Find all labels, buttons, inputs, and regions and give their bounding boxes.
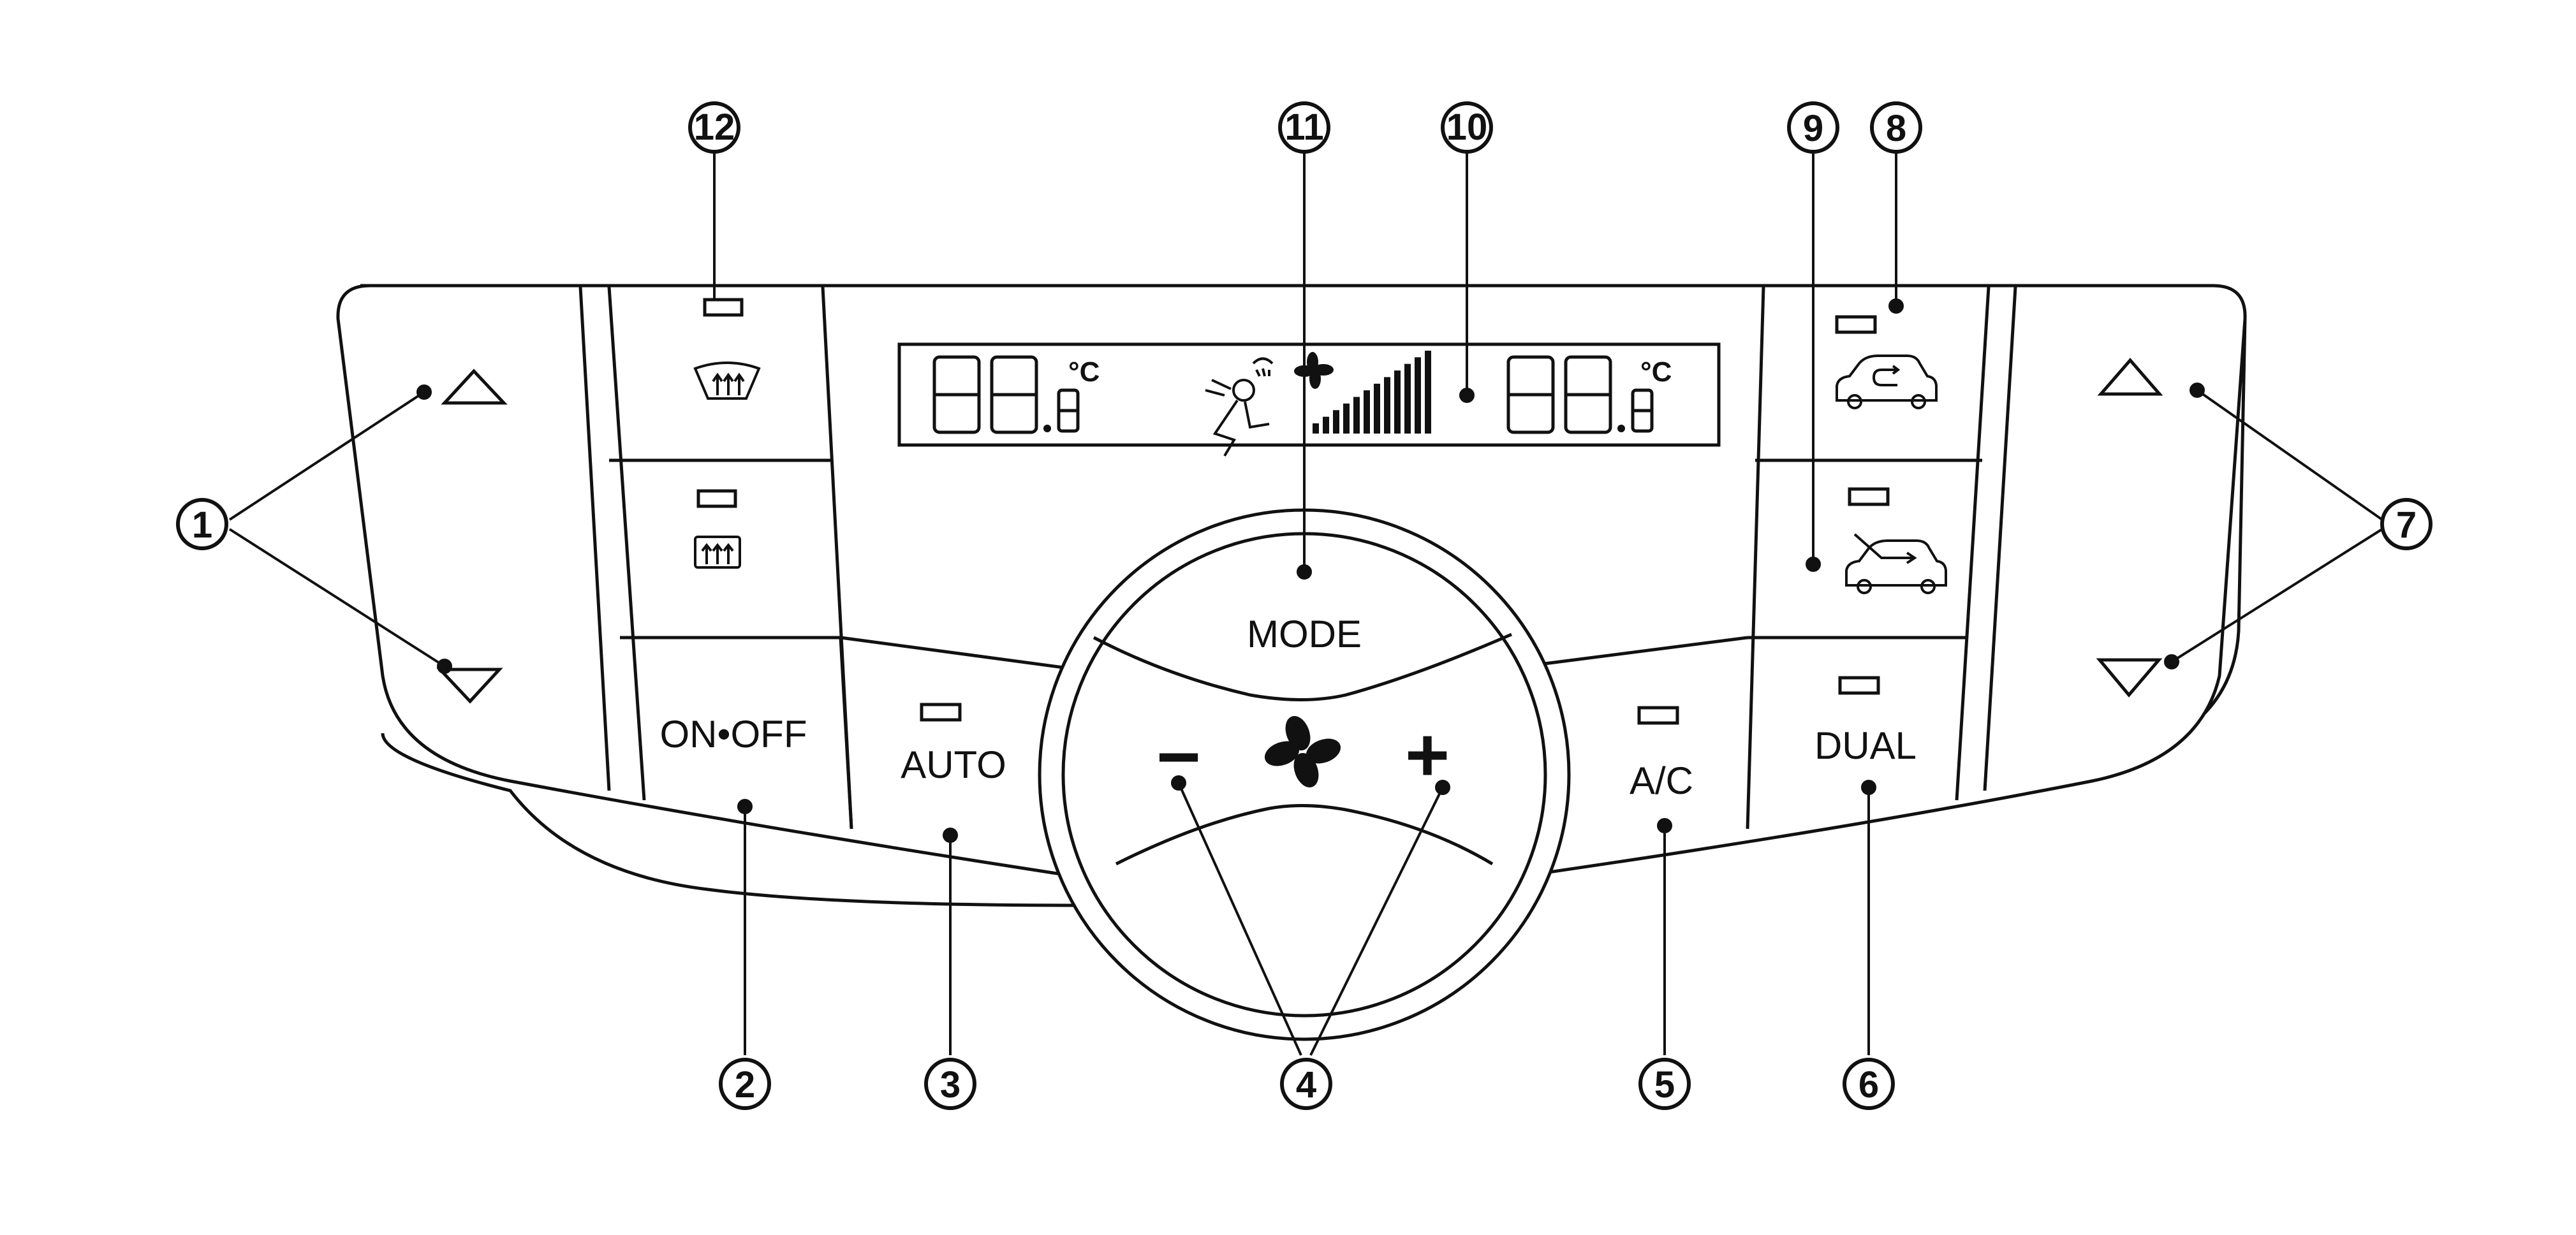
on-off-label: ON•OFF [660, 713, 807, 756]
svg-text:6: 6 [1858, 1064, 1879, 1106]
triangle-up-icon [441, 369, 508, 405]
svg-text:8: 8 [1886, 108, 1906, 149]
svg-text:1: 1 [192, 504, 212, 546]
callout-number-10: 10 [1441, 101, 1493, 154]
triangle-down-icon [2096, 658, 2163, 698]
panel-dividers [578, 286, 2017, 829]
svg-text:12: 12 [694, 106, 735, 148]
left-temp-down-button[interactable] [436, 668, 503, 704]
indicator-light [1835, 315, 1877, 334]
indicator-light [920, 703, 962, 722]
right-temp-digits [1506, 355, 1654, 434]
fan-level-bar [1394, 370, 1401, 434]
callout-number-2: 2 [719, 1058, 771, 1110]
fan-level-bar [1374, 383, 1380, 434]
vent-mode-icon [1205, 357, 1274, 457]
left-temp-up-button[interactable] [441, 369, 508, 405]
svg-text:10: 10 [1446, 106, 1488, 148]
indicator-light [703, 298, 744, 317]
callout-number-3: 3 [924, 1058, 976, 1110]
callout-number-7: 7 [2380, 498, 2432, 550]
front-defrost-icon [693, 362, 761, 400]
fan-level-bar [1323, 416, 1329, 434]
right-temp-up-button[interactable] [2097, 358, 2163, 396]
fan-level-bar [1343, 403, 1350, 434]
left-temp-unit: °C [1068, 356, 1100, 388]
callout-number-12: 12 [688, 101, 740, 154]
fan-level-bar [1353, 397, 1360, 434]
mode-button[interactable]: MODE [1247, 613, 1362, 655]
dual-button[interactable]: DUAL [1814, 676, 1917, 767]
fresh-air-icon [1845, 533, 1947, 594]
on-off-button[interactable]: ON•OFF [660, 713, 807, 756]
ac-button[interactable]: A/C [1630, 706, 1693, 802]
indicator-light [1637, 706, 1679, 725]
display-fan-icon [1294, 352, 1334, 389]
right-temp-down-button[interactable] [2096, 658, 2163, 698]
fan-level-bar [1425, 351, 1431, 434]
recirculation-icon [1836, 354, 1938, 409]
rear-defrost-button[interactable] [694, 489, 741, 569]
rear-defrost-icon [694, 536, 741, 569]
callout-number-5: 5 [1638, 1058, 1691, 1110]
fan-level-bar [1313, 423, 1319, 434]
svg-text:11: 11 [1284, 106, 1323, 148]
fan-level-bar [1415, 357, 1421, 434]
dual-label: DUAL [1814, 724, 1917, 767]
left-temp-digits [932, 355, 1080, 434]
indicator-light [696, 489, 737, 508]
svg-text:7: 7 [2396, 504, 2417, 546]
triangle-down-icon [436, 668, 503, 704]
recirculation-button[interactable] [1835, 315, 1938, 409]
ac-label: A/C [1630, 759, 1693, 802]
auto-label: AUTO [901, 743, 1006, 786]
indicator-light [1838, 676, 1880, 695]
fan-level-bar [1384, 377, 1390, 434]
front-defrost-button[interactable] [693, 298, 761, 400]
auto-button[interactable]: AUTO [901, 703, 1006, 786]
fresh-air-button[interactable] [1845, 487, 1947, 594]
right-temp-unit: °C [1640, 356, 1672, 388]
triangle-up-icon [2097, 358, 2163, 396]
fan-level-bar [1364, 390, 1370, 434]
svg-text:9: 9 [1803, 108, 1823, 149]
svg-text:2: 2 [735, 1064, 755, 1106]
svg-text:5: 5 [1654, 1064, 1675, 1106]
callout-number-6: 6 [1843, 1058, 1895, 1110]
fan-level-bars [1313, 351, 1431, 434]
callout-number-11: 11 [1278, 101, 1330, 154]
mode-label: MODE [1247, 613, 1362, 655]
svg-text:3: 3 [940, 1064, 960, 1106]
lcd-display: °C °C [897, 342, 1721, 457]
fan-level-bar [1333, 410, 1339, 434]
callout-number-1: 1 [176, 498, 228, 550]
svg-text:4: 4 [1296, 1064, 1316, 1106]
callout-leader-lines [228, 153, 2383, 1056]
callout-number-4: 4 [1280, 1058, 1332, 1110]
fan-icon [1264, 715, 1341, 788]
fan-level-bar [1404, 363, 1411, 434]
callout-number-9: 9 [1787, 101, 1839, 154]
callout-number-8: 8 [1870, 101, 1922, 154]
indicator-light [1848, 487, 1890, 506]
